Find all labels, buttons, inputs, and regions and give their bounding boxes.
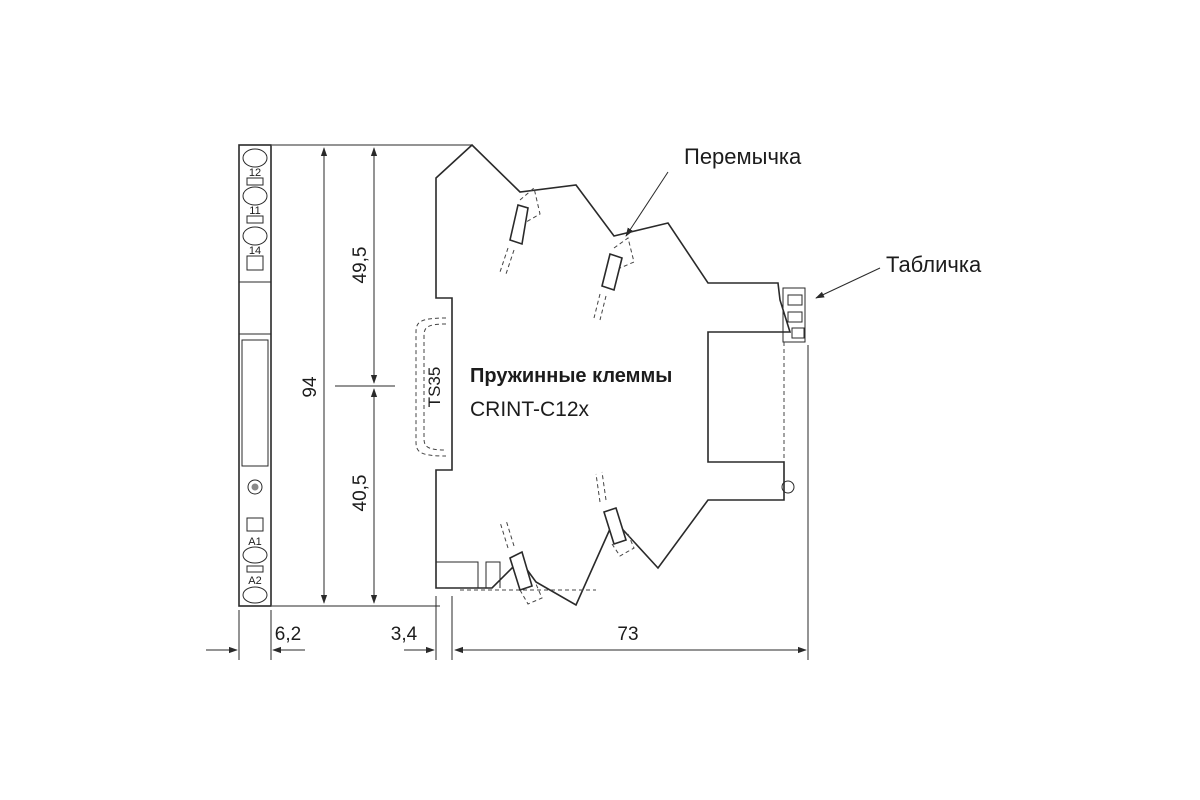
led-center — [251, 483, 259, 491]
callout-jumper: Перемычка — [684, 144, 802, 169]
terminal-mark-14: 14 — [249, 245, 261, 257]
dimension-40-5: 40,5 — [350, 475, 371, 512]
mounting-clip — [436, 561, 501, 588]
terminal-slot — [246, 565, 264, 573]
terminal-hole-a1 — [242, 546, 268, 564]
callout-plate-arrow — [815, 267, 881, 299]
terminal-hole-12 — [242, 148, 268, 168]
callout-plate: Табличка — [886, 252, 982, 277]
spring-terminal-upper-left — [499, 187, 541, 275]
terminal-hole-14 — [242, 226, 268, 246]
terminal-hole-a2 — [242, 586, 268, 604]
terminal-slot — [246, 517, 264, 532]
dimension-73: 73 — [617, 624, 638, 645]
front-view: 12 11 14 A1 A2 — [238, 144, 272, 607]
din-rail-outline — [415, 317, 447, 457]
spring-terminal-upper-right — [593, 237, 635, 321]
terminal-slot — [246, 177, 264, 186]
rail-label: TS35 — [425, 367, 444, 408]
terminal-slot — [246, 215, 264, 224]
terminals-title: Пружинные клеммы — [470, 365, 672, 387]
front-window — [241, 339, 269, 467]
spring-terminal-lower-right — [595, 471, 635, 557]
callouts: Перемычка Табличка — [625, 144, 982, 299]
terminal-mark-a2: A2 — [248, 575, 261, 587]
dimension-49-5: 49,5 — [350, 247, 371, 284]
din-rail-inner — [423, 323, 447, 451]
terminal-hole-11 — [242, 186, 268, 206]
model-name: CRINT-C12x — [470, 398, 590, 421]
label-plate — [782, 287, 806, 343]
horizontal-dimensions: 6,2 3,4 73 — [206, 345, 809, 660]
terminal-mark-a1: A1 — [248, 536, 261, 548]
dimension-3-4: 3,4 — [391, 624, 418, 645]
dimension-94: 94 — [300, 376, 321, 398]
callout-jumper-arrow — [625, 171, 669, 237]
terminal-slot — [246, 255, 264, 271]
terminal-mark-11: 11 — [249, 205, 260, 217]
spring-terminal-lower-left — [499, 519, 543, 605]
terminal-mark-12: 12 — [249, 167, 261, 179]
dimension-6-2: 6,2 — [275, 624, 301, 645]
front-view-outline — [238, 144, 272, 607]
side-view: TS35 — [415, 143, 806, 607]
side-led — [781, 480, 795, 494]
vertical-dimensions: 94 49,5 40,5 — [272, 144, 472, 607]
led-indicator — [247, 479, 263, 495]
